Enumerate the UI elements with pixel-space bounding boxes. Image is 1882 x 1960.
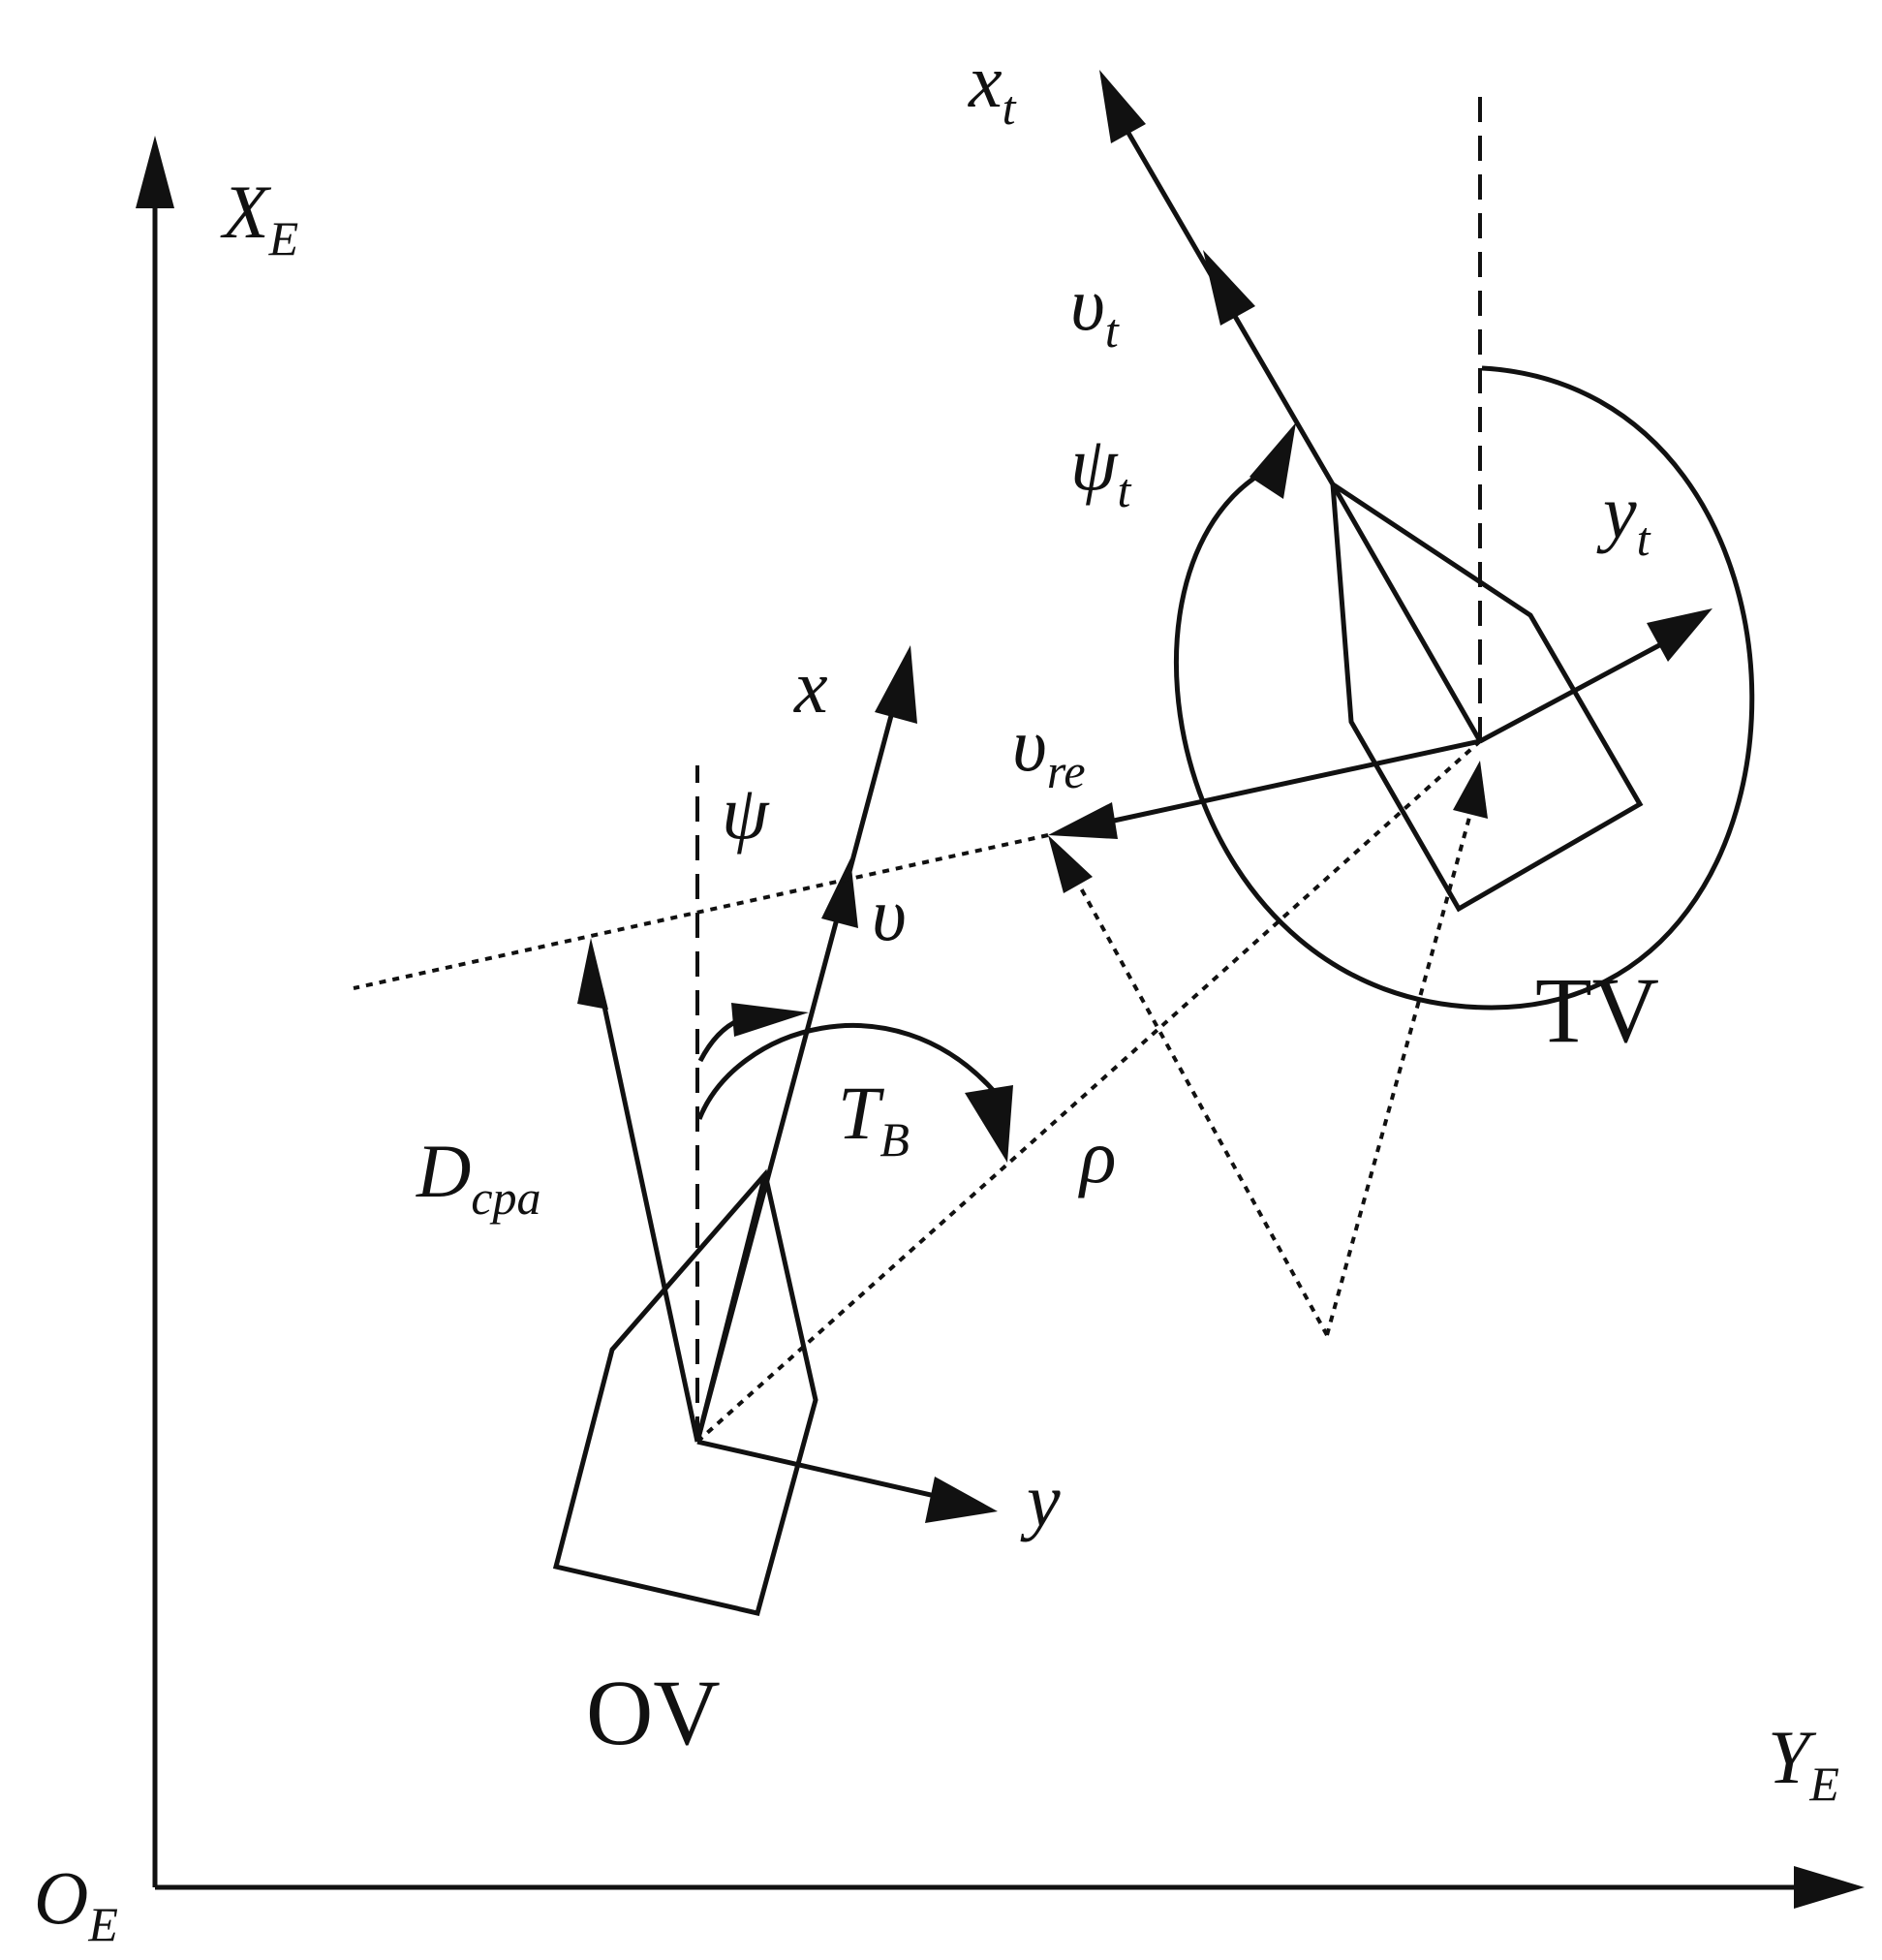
target-speed-label: υt [1070,262,1120,358]
own-y-axis-label: y [1020,1458,1061,1542]
target-y-axis-label: yt [1596,470,1651,566]
relative-bearing-label: TB [838,1071,910,1167]
relative-bearing-arrowhead [965,1085,1013,1163]
own-x-axis-line [694,697,899,1443]
target-vessel-bow-line [1330,482,1483,743]
dcpa-line [598,987,700,1443]
relative-distance-label: ρ [1078,1114,1116,1198]
target-vessel-caption: TV [1535,958,1659,1062]
own-y-axis-line [696,1439,941,1500]
own-speed-label: υ [872,872,907,956]
triangle-left-arrowhead [1048,835,1093,893]
relative-bearing-arc [696,1023,995,1120]
earth-y-axis-label: YE [1768,1715,1839,1811]
relative-velocity-arrowhead [1048,802,1118,839]
earth-x-axis-arrowhead [136,136,174,208]
target-heading-label: ψt [1070,421,1131,517]
own-vessel-caption: OV [586,1661,721,1764]
relative-distance-line [695,739,1482,1444]
own-heading-arc-arrowhead [731,1003,809,1037]
dcpa-label: Dcpa [416,1129,541,1225]
own-y-axis-arrowhead [925,1477,998,1523]
relative-speed-label: υre [1012,702,1086,798]
origin-label: OE [34,1855,118,1951]
dcpa-arrowhead [577,938,608,1010]
target-vessel-hull [1330,480,1644,913]
earth-x-axis-label: XE [220,170,298,265]
triangle-right-side [1325,813,1472,1336]
target-y-axis-line [1478,641,1663,744]
triangle-right-arrowhead [1453,761,1488,819]
relative-velocity-line [1113,738,1481,824]
target-speed-arrowhead [1203,250,1255,326]
target-heading-arc-arrowhead [1250,422,1296,499]
earth-y-axis-arrowhead [1794,1866,1865,1909]
target-y-axis-arrowhead [1647,608,1712,662]
relative-motion-line [353,833,1049,990]
own-heading-label: ψ [722,770,770,855]
target-x-axis-label: xt [968,39,1017,135]
own-x-axis-label: x [793,644,828,729]
target-heading-arc [1173,365,1755,1011]
own-x-axis-arrowhead [875,645,917,724]
own-speed-arrowhead [821,858,858,928]
triangle-left-side [1078,886,1329,1336]
target-x-axis-arrowhead [1099,70,1146,143]
own-vessel-hull [552,1168,818,1616]
